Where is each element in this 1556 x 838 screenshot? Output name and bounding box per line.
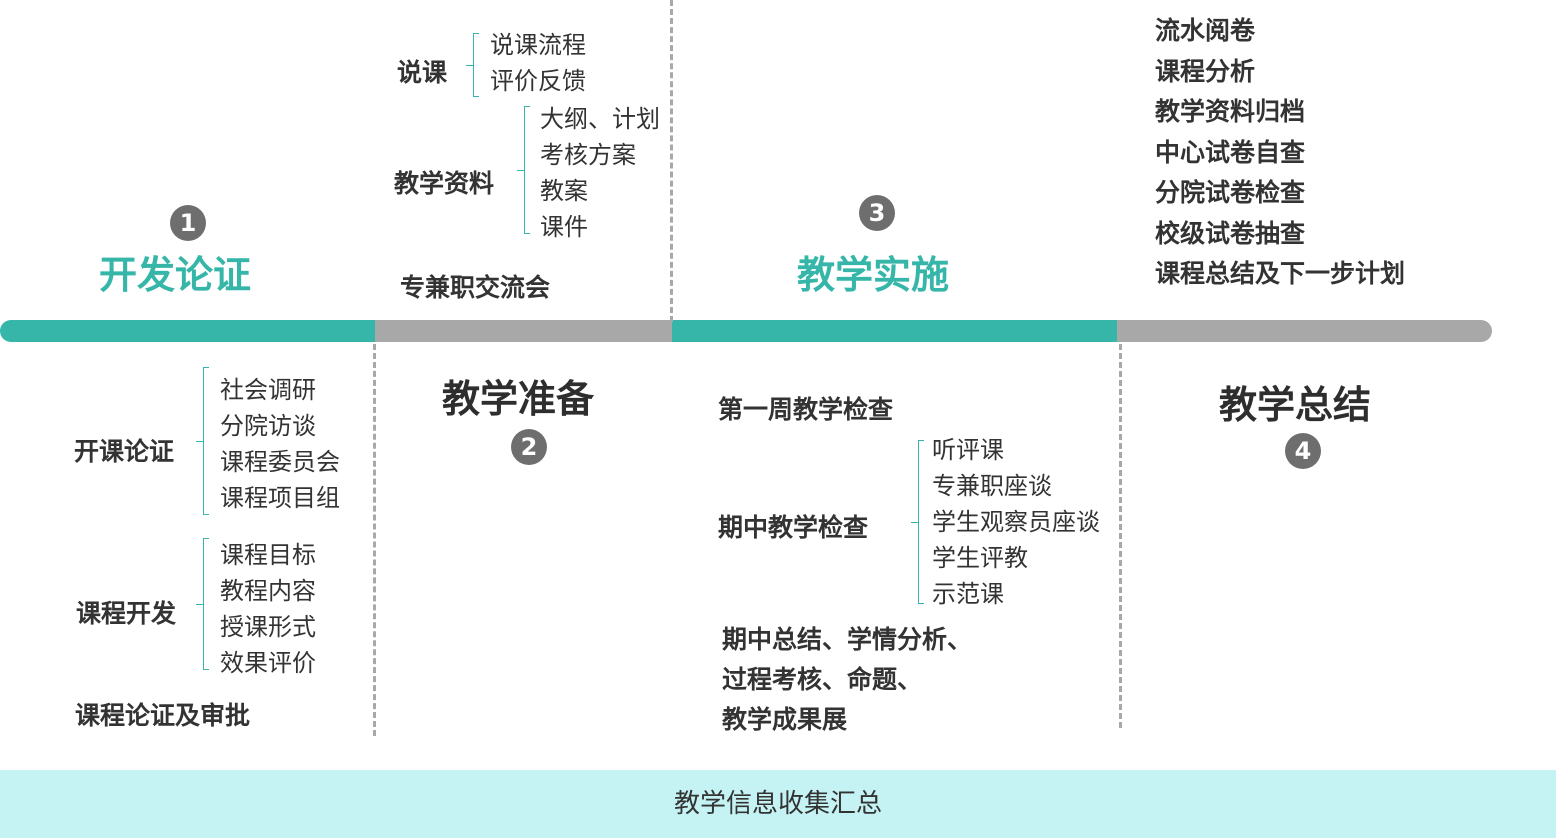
- prepare-group-2-item: 考核方案: [540, 141, 636, 169]
- implement-midterm-list: 听评课 专兼职座谈 学生观察员座谈 学生评教 示范课: [932, 432, 1100, 612]
- prepare-group-2-brace: [517, 106, 530, 234]
- summary-item: 流水阅卷: [1155, 16, 1256, 45]
- develop-group-1-item: 分院访谈: [220, 412, 316, 440]
- summary-list: 流水阅卷 课程分析 教学资料归档 中心试卷自查 分院试卷检查 校级试卷抽查 课程…: [1155, 11, 1405, 295]
- prepare-group-2-item: 教案: [540, 177, 588, 205]
- develop-group-1-heading: 开课论证: [74, 437, 175, 466]
- prepare-final-step: 专兼职交流会: [400, 273, 551, 302]
- footer-banner: 教学信息收集汇总: [0, 770, 1556, 838]
- prepare-group-1-brace: [466, 33, 479, 97]
- summary-item: 课程分析: [1155, 56, 1256, 86]
- summary-item: 分院试卷检查: [1155, 178, 1306, 207]
- implement-closing-line: 过程考核、命题、: [722, 665, 923, 694]
- stage-3-number-badge: 3: [859, 195, 895, 231]
- timeline-segment-summary: [1117, 320, 1492, 342]
- prepare-group-2-item: 课件: [540, 213, 588, 241]
- develop-group-2-item: 授课形式: [220, 613, 316, 641]
- divider-implement-summary: [1119, 344, 1122, 728]
- prepare-group-2-list: 大纲、计划 考核方案 教案 课件: [540, 101, 660, 245]
- divider-develop-prepare: [373, 344, 376, 736]
- prepare-group-1-heading: 说课: [397, 58, 448, 87]
- summary-item: 校级试卷抽查: [1155, 218, 1306, 248]
- develop-final-step: 课程论证及审批: [75, 701, 251, 730]
- stage-4-number-badge: 4: [1285, 433, 1321, 469]
- develop-group-2-brace: [196, 538, 209, 670]
- implement-midterm-heading: 期中教学检查: [718, 513, 869, 542]
- implement-midterm-item: 学生观察员座谈: [932, 508, 1100, 536]
- implement-closing-line: 教学成果展: [722, 705, 848, 734]
- develop-group-2-list: 课程目标 教程内容 授课形式 效果评价: [220, 537, 316, 681]
- implement-midterm-item: 听评课: [932, 436, 1004, 464]
- divider-prepare-implement: [670, 0, 673, 322]
- stage-1-title: 开发论证: [99, 253, 252, 297]
- develop-group-2-item: 效果评价: [220, 649, 316, 677]
- timeline-segment-implement: [672, 320, 1118, 342]
- prepare-group-2-item: 大纲、计划: [540, 105, 660, 133]
- stage-1-number-badge: 1: [170, 205, 206, 241]
- implement-midterm-brace: [911, 440, 924, 604]
- implement-midterm-item: 专兼职座谈: [932, 472, 1052, 500]
- stage-4-title: 教学总结: [1219, 383, 1372, 427]
- prepare-group-1-item: 说课流程: [490, 31, 586, 59]
- implement-midterm-item: 示范课: [932, 580, 1004, 608]
- implement-first-week-check: 第一周教学检查: [718, 395, 894, 424]
- stage-2-number-badge: 2: [511, 429, 547, 465]
- prepare-group-2-heading: 教学资料: [394, 169, 495, 198]
- stage-3-title: 教学实施: [797, 253, 950, 297]
- develop-group-1-item: 课程项目组: [220, 484, 340, 512]
- develop-group-2-item: 教程内容: [220, 577, 316, 605]
- summary-item: 课程总结及下一步计划: [1155, 259, 1406, 288]
- develop-group-2-item: 课程目标: [220, 541, 316, 569]
- stage-2-title: 教学准备: [442, 377, 595, 421]
- summary-item: 教学资料归档: [1155, 97, 1306, 126]
- prepare-group-1-item: 评价反馈: [490, 67, 586, 95]
- timeline-segment-develop: [0, 320, 385, 342]
- develop-group-2-heading: 课程开发: [76, 599, 177, 628]
- develop-group-1-item: 课程委员会: [220, 448, 340, 476]
- develop-group-1-item: 社会调研: [220, 376, 316, 404]
- prepare-group-1-list: 说课流程 评价反馈: [490, 27, 586, 99]
- develop-group-1-brace: [196, 367, 209, 515]
- implement-midterm-item: 学生评教: [932, 544, 1028, 572]
- implement-closing-line: 期中总结、学情分析、: [722, 625, 973, 654]
- summary-item: 中心试卷自查: [1155, 137, 1306, 167]
- implement-closing-list: 期中总结、学情分析、 过程考核、命题、 教学成果展: [722, 620, 972, 740]
- develop-group-1-list: 社会调研 分院访谈 课程委员会 课程项目组: [220, 372, 340, 516]
- timeline-segment-prepare: [375, 320, 673, 342]
